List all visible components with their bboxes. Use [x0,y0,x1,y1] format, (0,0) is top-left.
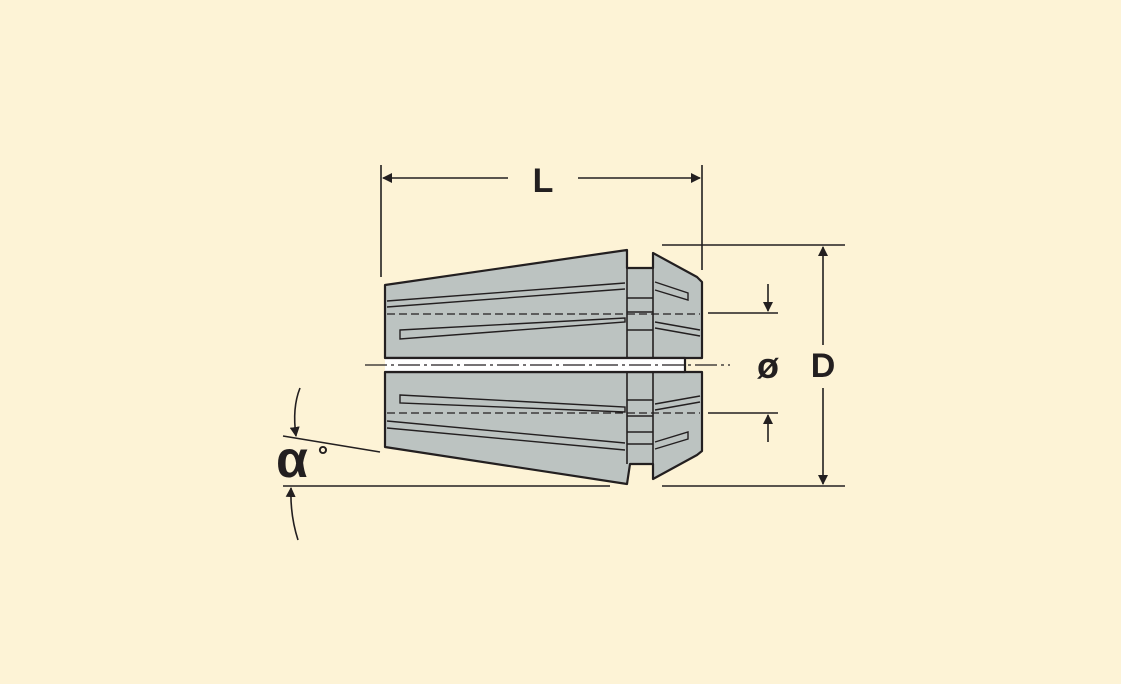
bore-lines [387,313,700,414]
collet-lower-half [383,370,704,486]
outer-diameter-label: D [811,347,836,385]
bore-diameter-label: ø [757,345,779,386]
dimension-angle [282,387,610,541]
dimension-outer-diameter [662,244,845,487]
dimension-length [380,165,703,277]
groove-band [626,268,654,464]
degree-label: ° [318,440,328,470]
angle-label: α [276,431,308,489]
length-label: L [533,162,554,200]
collet-slits [386,281,701,451]
collet-body [383,248,704,486]
dimension-bore-diameter [708,284,778,442]
